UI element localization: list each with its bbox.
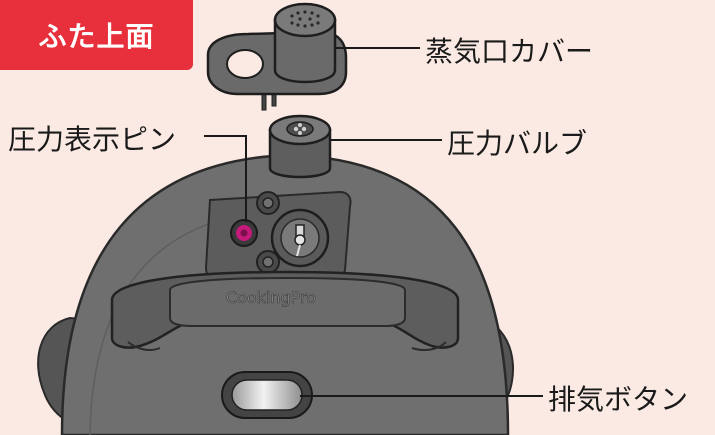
pressure-pin — [230, 219, 258, 247]
label-pressure-pin: 圧力表示ピン — [8, 123, 177, 156]
label-steam-cover: 蒸気口カバー — [425, 35, 594, 68]
pressure-valve — [268, 114, 332, 179]
lid-handle — [110, 270, 460, 351]
exhaust-button — [221, 371, 313, 419]
label-exhaust-button: 排気ボタン — [548, 383, 689, 416]
label-pressure-valve: 圧力バルブ — [447, 127, 588, 160]
section-badge: ふた上面 — [0, 0, 193, 70]
leader-pressure-pin — [204, 135, 247, 222]
brand-logo: CookingPro — [226, 288, 316, 307]
steam-cover — [206, 2, 348, 111]
leader-lines — [204, 47, 543, 397]
lower-bolt — [256, 250, 280, 274]
section-title: ふた上面 — [38, 20, 155, 53]
upper-bolt — [256, 191, 280, 215]
valve-socket — [270, 208, 330, 268]
